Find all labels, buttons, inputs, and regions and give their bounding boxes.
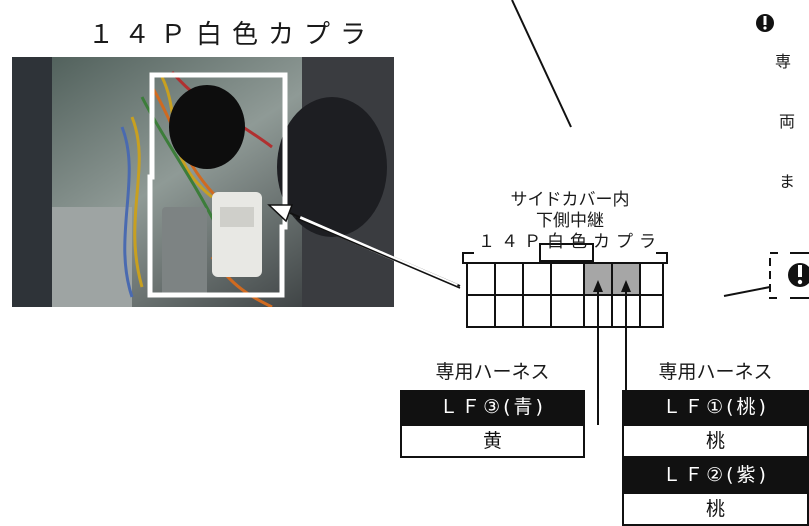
warning-icon-2 <box>788 263 809 287</box>
warning-text-line2: 両 <box>779 112 796 131</box>
warning-bracket <box>769 252 778 299</box>
harness-right-color1: 桃 <box>622 424 809 458</box>
warning-text: 専 両 ま <box>775 12 795 212</box>
harness-left-title: 専用ハーネス <box>435 361 550 383</box>
harness-left-color: 黄 <box>400 424 585 458</box>
warning-text-line3: ま <box>779 172 796 191</box>
connector-label-line3: １４Ｐ白色カプラ <box>478 232 662 252</box>
connector-label: サイドカバー内 下側中継 １４Ｐ白色カプラ <box>455 190 685 253</box>
harness-right-title: 専用ハーネス <box>658 361 773 383</box>
photo-pointer-arrowhead <box>267 204 294 223</box>
connector-label-line2: 下側中継 <box>536 211 604 231</box>
wiring-photo-illustration <box>12 57 394 307</box>
warning-text-line1: 専 <box>775 52 792 71</box>
photo-caption: １４Ｐ白色カプラ <box>88 20 377 50</box>
harness-left: 専用ハーネス ＬＦ③(青) 黄 <box>400 357 585 458</box>
harness-right: 専用ハーネス ＬＦ①(桃) 桃 ＬＦ②(紫) 桃 <box>622 357 809 526</box>
connector-14p <box>462 243 668 328</box>
harness-left-wire: ＬＦ③(青) <box>400 390 585 424</box>
harness-right-wire2: ＬＦ②(紫) <box>622 458 809 492</box>
leader-line-top <box>511 0 572 128</box>
warning-icon <box>756 14 774 32</box>
harness-right-color2: 桃 <box>622 492 809 526</box>
harness-right-wire1: ＬＦ①(桃) <box>622 390 809 424</box>
wiring-photo <box>12 57 394 307</box>
connector-label-line1: サイドカバー内 <box>510 190 630 210</box>
